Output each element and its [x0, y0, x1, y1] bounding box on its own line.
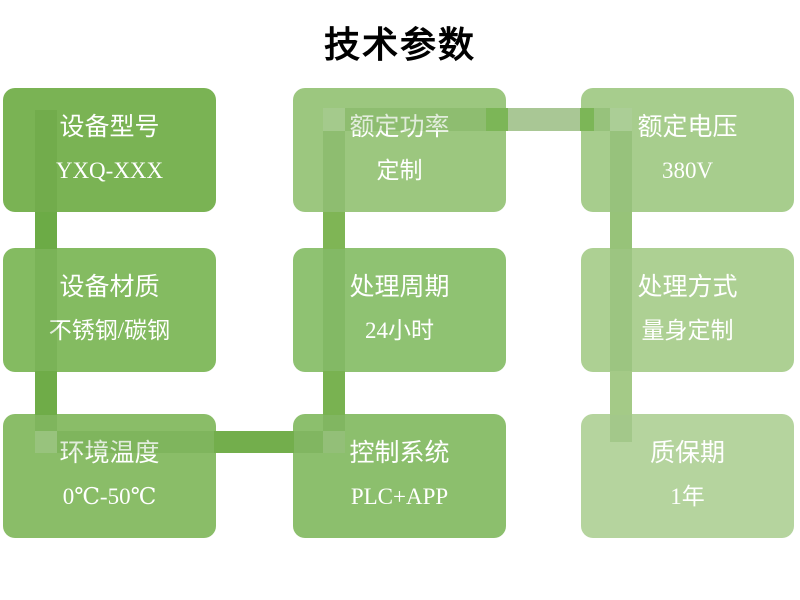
connector-stripe-bottom — [57, 431, 345, 453]
box-title: 处理方式 — [637, 274, 738, 301]
slide-title: 技术参数 — [323, 24, 476, 65]
box-control-system: 控制系统 PLC+APP — [293, 414, 506, 538]
connector-segment — [580, 108, 594, 131]
box-processing-cycle: 处理周期 24小时 — [293, 248, 506, 372]
box-device-material: 设备材质 不锈钢/碳钢 — [3, 248, 216, 372]
box-rated-voltage: 额定电压 380V — [581, 88, 794, 212]
connector-corner — [35, 431, 57, 453]
box-title: 额定电压 — [637, 114, 738, 141]
box-title: 质保期 — [649, 440, 725, 467]
box-value: 量身定制 — [641, 318, 734, 343]
connector-segment — [323, 371, 345, 415]
connector-segment — [508, 108, 580, 131]
box-value: 不锈钢/碳钢 — [48, 318, 171, 343]
connector-stripe-col3 — [610, 131, 632, 442]
box-ambient-temperature: 环境温度 0℃-50℃ — [3, 414, 216, 538]
box-value: YXQ-XXX — [55, 158, 164, 183]
box-rated-power: 额定功率 定制 — [293, 88, 506, 212]
box-title: 设备材质 — [59, 274, 160, 301]
connector-stripe-col1 — [35, 110, 57, 453]
connector-segment — [610, 371, 632, 415]
connector-segment — [214, 431, 294, 453]
box-value: 24小时 — [365, 318, 434, 343]
box-title: 设备型号 — [59, 114, 160, 141]
box-title: 环境温度 — [59, 440, 160, 467]
connector-segment — [486, 108, 508, 131]
connector-corner — [610, 108, 632, 131]
connector-segment — [610, 212, 632, 249]
box-value: PLC+APP — [350, 484, 449, 509]
box-title: 控制系统 — [349, 440, 450, 467]
box-processing-method: 处理方式 量身定制 — [581, 248, 794, 372]
connector-corner — [323, 108, 345, 131]
box-title: 处理周期 — [349, 274, 450, 301]
box-value: 0℃-50℃ — [62, 484, 157, 509]
box-title: 额定功率 — [349, 114, 450, 141]
connector-segment — [323, 212, 345, 249]
connector-stripe-col2 — [323, 108, 345, 453]
connector-corner — [323, 431, 345, 453]
connector-segment — [35, 371, 57, 415]
box-device-model: 设备型号 YXQ-XXX — [3, 88, 216, 212]
connector-segment — [35, 212, 57, 249]
box-value: 定制 — [376, 158, 423, 183]
box-warranty-period: 质保期 1年 — [581, 414, 794, 538]
box-value: 1年 — [670, 484, 705, 509]
box-value: 380V — [661, 158, 714, 183]
